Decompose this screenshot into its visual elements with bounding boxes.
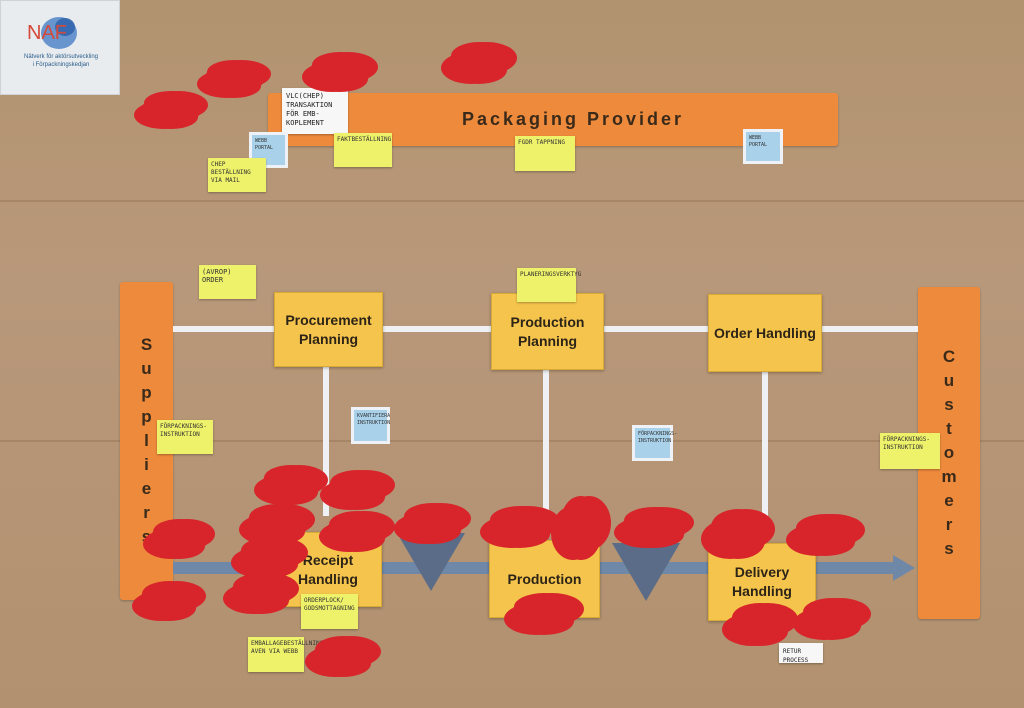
note-forpackningsinstruktion: FÖRPACKNINGS-INSTRUKTION xyxy=(157,420,213,454)
connector-line xyxy=(323,366,329,516)
note-avrop-order: (AVROP) ORDER xyxy=(199,265,256,299)
cloud-note xyxy=(309,56,371,88)
note-blue-instruction: FÖRPACKNINGS-INSTRUKTION xyxy=(635,428,677,458)
note-chep-bestallning: CHEP BESTÄLLNING VIA MAIL xyxy=(208,158,266,192)
cloud-note xyxy=(558,500,604,556)
note-faktbestallning: FAKTBESTÄLLNING xyxy=(334,133,392,167)
note-vlc-transaction: VLC(CHEP) TRANSAKTION FÖR EMB-KOPLEMENT xyxy=(282,88,348,134)
cloud-note xyxy=(141,95,201,125)
packaging-provider-title: Packaging Provider xyxy=(461,109,685,129)
cloud-note xyxy=(204,64,264,94)
procurement-planning-box: Procurement Planning xyxy=(274,292,383,367)
note-planeringsverktyg: PLANERINGSVERKTYG xyxy=(517,268,581,302)
cloud-note xyxy=(487,510,553,544)
connector-line xyxy=(762,370,768,520)
cloud-note xyxy=(401,507,464,540)
material-flow-arrowhead xyxy=(893,555,915,581)
note-fgdr-tappning: FGDR TAPPNING xyxy=(515,136,575,171)
note-emballage: EMBALLAGEBESTÄLLNING AVEN VIA WEBB xyxy=(248,637,323,672)
cloud-note xyxy=(326,515,388,548)
note-retur-process: RETUR PROCESS xyxy=(779,643,823,664)
naf-logo-text: Nätverk för aktörsutveckling i Förpackni… xyxy=(23,54,99,68)
note-orderplock: ORDERPLOCK/ GODSMOTTAGNING xyxy=(301,594,358,629)
cloud-note xyxy=(230,577,292,610)
cloud-note xyxy=(793,518,858,552)
cloud-note xyxy=(800,602,864,636)
cloud-note xyxy=(621,511,687,544)
naf-logo-mark: NAF xyxy=(27,17,77,49)
cloud-note xyxy=(139,585,199,617)
inventory-triangle xyxy=(612,543,680,601)
order-handling-box: Order Handling xyxy=(708,294,822,372)
note-forpackningsinstruktion: FÖRPACKNINGS-INSTRUKTION xyxy=(880,433,940,469)
cloud-note xyxy=(238,541,301,574)
naf-logo-letters: NAF xyxy=(27,22,67,44)
cloud-note xyxy=(708,513,768,555)
cloud-note xyxy=(150,523,208,555)
paper-fold xyxy=(0,440,1024,442)
paper-fold xyxy=(0,200,1024,202)
connector-line xyxy=(543,368,549,518)
cloud-note xyxy=(261,469,321,501)
note-blue-instruction: KVANTIFIERA INSTRUKTION xyxy=(354,410,390,441)
cloud-note xyxy=(312,640,374,673)
cloud-note xyxy=(511,597,577,631)
inventory-triangle xyxy=(397,533,465,591)
production-planning-box: Production Planning xyxy=(491,293,604,370)
naf-logo-card: NAF Nätverk för aktörsutveckling i Förpa… xyxy=(0,0,120,95)
cloud-note xyxy=(448,46,510,80)
note-webb-portal: WEBB PORTAL xyxy=(746,132,780,161)
cloud-note xyxy=(246,508,308,541)
cloud-note xyxy=(327,474,388,506)
cloud-note xyxy=(729,607,791,642)
